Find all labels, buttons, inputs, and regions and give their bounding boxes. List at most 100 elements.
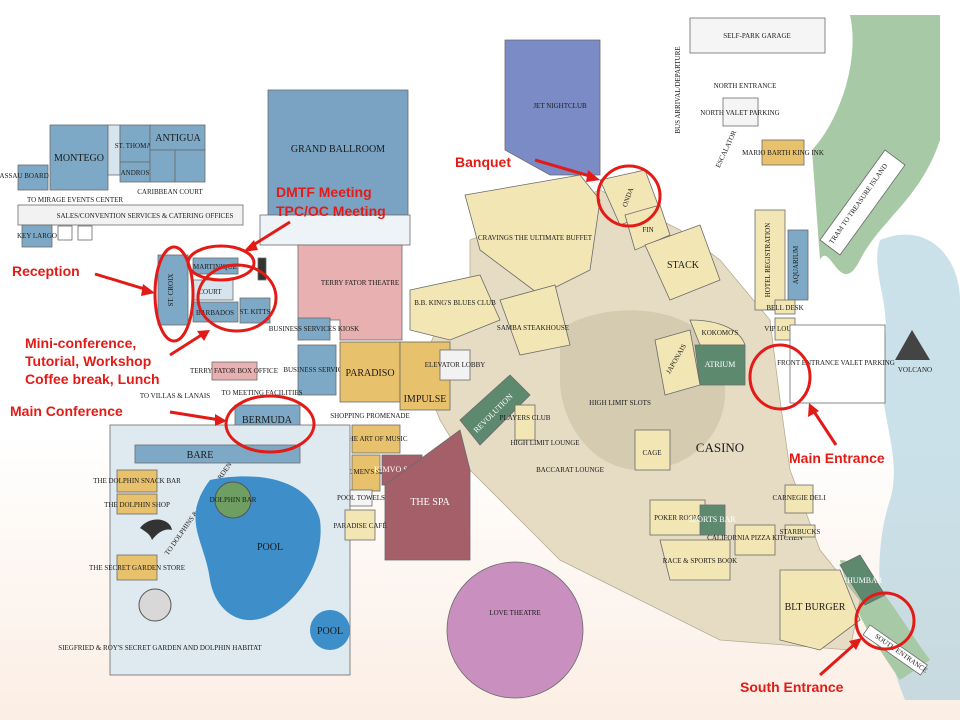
label-poker-room: POKER ROOM bbox=[654, 514, 700, 522]
label-baccarat: BACCARAT LOUNGE bbox=[536, 466, 604, 474]
room-race-sports[interactable] bbox=[659, 539, 731, 581]
north-valet[interactable] bbox=[722, 97, 759, 127]
label-high-limit-slots: HIGH LIMIT SLOTS bbox=[589, 399, 651, 407]
room-jamaica[interactable] bbox=[149, 149, 176, 183]
label-bb-kings: B.B. KING'S BLUES CLUB bbox=[414, 299, 496, 307]
room-trinidad[interactable] bbox=[174, 149, 206, 183]
label-cpk: CALIFORNIA PIZZA KITCHEN bbox=[707, 534, 803, 542]
self-park-garage[interactable] bbox=[689, 17, 826, 54]
label-pool-2: POOL bbox=[317, 626, 343, 637]
label-andros: ANDROS bbox=[121, 169, 150, 177]
label-fin: FIN bbox=[642, 226, 653, 234]
label-grand-ballroom: GRAND BALLROOM bbox=[291, 144, 385, 155]
label-dolphin-bar: DOLPHIN BAR bbox=[210, 496, 257, 504]
room-players-club[interactable] bbox=[514, 404, 536, 441]
label-bermuda: BERMUDA bbox=[242, 415, 293, 426]
label-rhumbar: RHUMBAR bbox=[842, 576, 883, 585]
label-jet: JET NIGHTCLUB bbox=[533, 102, 587, 110]
label-dolphin-shop: THE DOLPHIN SHOP bbox=[104, 501, 170, 509]
room-business-services[interactable] bbox=[297, 344, 337, 396]
label-pool-towels: POOL TOWELS bbox=[337, 494, 385, 502]
tram-route bbox=[819, 149, 906, 256]
room-rhumbar[interactable] bbox=[839, 554, 886, 606]
room-poker-room[interactable] bbox=[649, 499, 706, 536]
room-grand-ballroom[interactable] bbox=[267, 89, 409, 216]
room-carnegie[interactable] bbox=[784, 484, 814, 514]
annotation-dmtf-2: TPC/OC Meeting bbox=[276, 203, 386, 219]
pool-secondary[interactable] bbox=[310, 610, 350, 650]
room-secret-garden-store[interactable] bbox=[116, 554, 158, 581]
label-samba: SAMBA STEAKHOUSE bbox=[497, 324, 569, 332]
label-race-sports: RACE & SPORTS BOOK bbox=[663, 557, 737, 565]
room-aquarium[interactable] bbox=[787, 229, 809, 301]
room-starbucks[interactable] bbox=[784, 524, 816, 538]
dolphin-bar[interactable] bbox=[214, 481, 252, 519]
label-to-meeting: TO MEETING FACILITIES bbox=[221, 389, 302, 397]
label-north-entrance: NORTH ENTRANCE bbox=[714, 82, 777, 90]
room-key-largo[interactable] bbox=[21, 224, 53, 248]
room-jet-nightclub[interactable] bbox=[504, 39, 601, 176]
room-love-theatre[interactable] bbox=[446, 561, 584, 699]
highlight-onda bbox=[596, 164, 662, 228]
label-atrium: ATRIUM bbox=[705, 360, 736, 369]
room-revolution[interactable] bbox=[459, 374, 531, 446]
annotation-mini-1: Mini-conference, bbox=[25, 335, 136, 351]
highlight-south-entrance bbox=[854, 591, 916, 651]
room-fin[interactable] bbox=[624, 204, 671, 251]
room-cpk[interactable] bbox=[734, 524, 776, 556]
arrow-reception bbox=[94, 272, 149, 292]
room-pool-towels[interactable] bbox=[349, 489, 373, 507]
label-st-croix: ST. CROIX bbox=[167, 274, 175, 307]
front-entrance-valet[interactable] bbox=[789, 324, 886, 404]
room-st-croix[interactable] bbox=[157, 254, 189, 326]
room-montego[interactable] bbox=[49, 124, 109, 191]
arrow-south-entrance bbox=[819, 641, 857, 677]
label-dolphin-snack: THE DOLPHIN SNACK BAR bbox=[93, 477, 181, 485]
annotation-arrows bbox=[94, 158, 862, 677]
annotation-mini-3: Coffee break, Lunch bbox=[25, 371, 160, 387]
room-antigua[interactable] bbox=[149, 124, 206, 151]
room-dolphin-snack[interactable] bbox=[116, 469, 158, 493]
label-shopping-promenade: SHOPPING PROMENADE bbox=[330, 412, 410, 420]
label-to-mirage-events: TO MIRAGE EVENTS CENTER bbox=[27, 196, 123, 204]
room-samba[interactable] bbox=[499, 284, 571, 356]
room-sports-bar[interactable] bbox=[699, 504, 726, 536]
room-paradiso[interactable] bbox=[339, 341, 401, 403]
room-nassau[interactable] bbox=[17, 164, 49, 191]
room-terry-fator-box-office[interactable] bbox=[211, 361, 258, 381]
label-bell-desk: BELL DESK bbox=[766, 304, 803, 312]
room-bb-kings[interactable] bbox=[409, 274, 501, 341]
room-mario-barth[interactable] bbox=[761, 139, 805, 166]
room-cage[interactable] bbox=[634, 429, 671, 471]
room-business-kiosk[interactable] bbox=[297, 317, 331, 341]
label-cravings: CRAVINGS THE ULTIMATE BUFFET bbox=[478, 234, 593, 242]
label-mario: MARIO BARTH KING INK bbox=[742, 149, 824, 157]
arrowhead-main-entrance bbox=[808, 403, 819, 417]
room-blt-burger[interactable] bbox=[779, 569, 861, 651]
grand-ballroom-foyer bbox=[259, 214, 411, 246]
room-hotel-registration[interactable] bbox=[754, 209, 786, 311]
room-paradise-cafe[interactable] bbox=[344, 509, 376, 541]
label-sports-bar: SPORTS BAR bbox=[688, 515, 736, 524]
label-self-park: SELF-PARK GARAGE bbox=[723, 32, 791, 40]
room-atrium[interactable] bbox=[694, 344, 746, 386]
room-art-of-music[interactable] bbox=[351, 424, 401, 454]
label-st-kitts: ST. KITTS bbox=[240, 308, 271, 316]
label-paradiso: PARADISO bbox=[345, 368, 394, 379]
annotation-main-conference: Main Conference bbox=[10, 403, 123, 419]
room-st-kitts[interactable] bbox=[239, 297, 271, 324]
room-cravings[interactable] bbox=[464, 174, 601, 296]
room-japonais[interactable] bbox=[654, 329, 701, 396]
label-antigua: ANTIGUA bbox=[155, 133, 201, 144]
label-love-theatre: LOVE THEATRE bbox=[489, 609, 540, 617]
room-dolphin-shop[interactable] bbox=[116, 493, 158, 515]
room-bare[interactable] bbox=[134, 444, 301, 464]
room-the-spa[interactable] bbox=[384, 429, 471, 561]
room-mens-shop[interactable] bbox=[351, 454, 381, 492]
arrowhead-south-entrance bbox=[849, 638, 862, 650]
label-bare: BARE bbox=[187, 450, 214, 461]
room-stack[interactable] bbox=[644, 224, 721, 301]
label-business-services: BUSINESS SERVICES bbox=[283, 366, 350, 374]
label-key-largo: KEY LARGO bbox=[17, 232, 57, 240]
